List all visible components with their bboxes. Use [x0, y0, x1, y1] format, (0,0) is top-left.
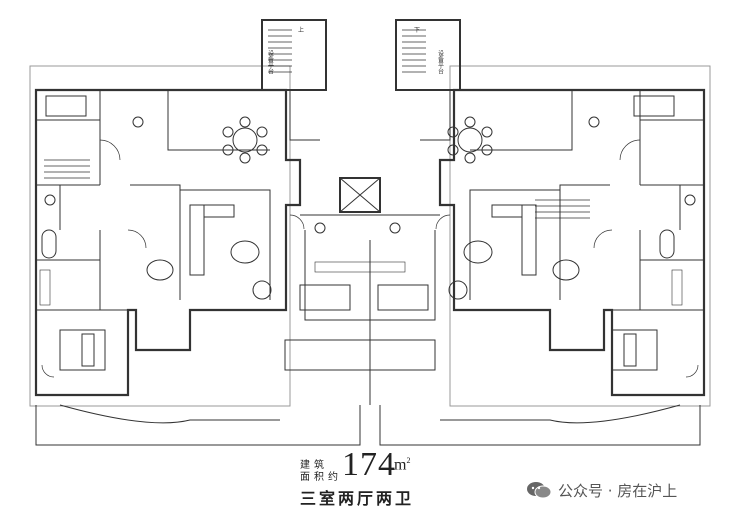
door-swings: [41, 139, 699, 378]
stair-down-label: 下: [414, 27, 420, 34]
wechat-icon: [527, 482, 552, 499]
watermark-text: 公众号 · 房在沪上: [558, 481, 678, 500]
beds: [59, 284, 658, 371]
left-stair-tower: [261, 19, 327, 91]
bath-fixtures: [41, 95, 696, 259]
left-partitions: [36, 90, 271, 311]
area-prefix-line1: 建筑: [300, 460, 328, 471]
right-stair-tower: [395, 19, 461, 91]
living-furniture: [146, 204, 580, 300]
corridor-walls: [289, 90, 451, 321]
layout-label: 三室两厅两卫: [300, 489, 415, 508]
stair-rungs: [44, 29, 590, 219]
elevator-core: [339, 177, 381, 213]
left-unit-walls: [34, 88, 302, 397]
equipment-platform-label-left: 设备平台: [267, 49, 274, 75]
area-value: 174: [342, 446, 396, 483]
right-eave-outline: [449, 65, 711, 407]
elevator-cross: [339, 177, 381, 213]
stair-up-label: 上: [298, 26, 304, 34]
dining-sets: [222, 116, 493, 164]
right-partitions: [469, 90, 704, 311]
center-balcony: [284, 339, 436, 371]
equipment-platform-label-right: 设备平台: [437, 49, 444, 75]
left-eave-outline: [29, 65, 291, 407]
watermark: 公众号 · 房在沪上: [526, 478, 726, 502]
bottom-balcony: [35, 404, 701, 446]
area-unit: m2: [394, 456, 411, 474]
wardrobes: [39, 261, 683, 306]
area-prefix-line2: 面积约: [300, 472, 342, 483]
area-caption: 建筑 面积约 174 m2 三室两厅两卫: [300, 446, 450, 508]
